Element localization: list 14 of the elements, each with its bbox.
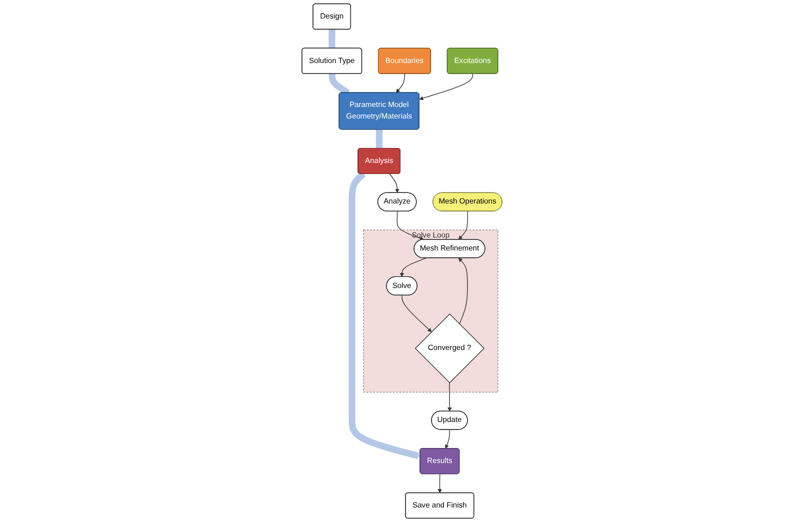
arrow bbox=[396, 210, 424, 240]
arrow bbox=[396, 74, 406, 93]
arrow bbox=[458, 210, 468, 240]
arrow bbox=[402, 294, 432, 332]
arrow bbox=[419, 74, 474, 100]
arrow bbox=[448, 382, 452, 412]
connector bbox=[376, 128, 383, 150]
arrow bbox=[458, 258, 468, 324]
arrow bbox=[438, 474, 442, 494]
arrow bbox=[400, 258, 426, 278]
arrow bbox=[348, 171, 420, 460]
connector bbox=[328, 28, 336, 50]
arrow bbox=[389, 174, 400, 194]
arrow bbox=[445, 429, 450, 449]
